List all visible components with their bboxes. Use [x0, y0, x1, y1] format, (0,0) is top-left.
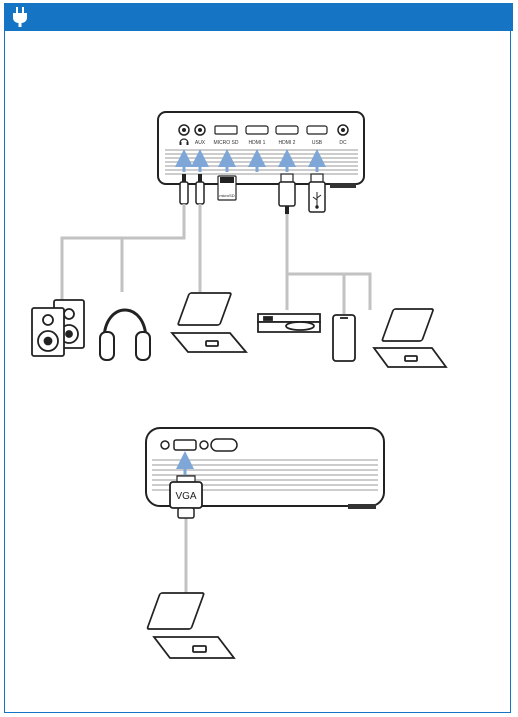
laptop-vga-icon [146, 592, 236, 659]
usb-plug [308, 173, 326, 213]
sd-card-label: microSD [219, 193, 234, 198]
port-headphone [178, 124, 190, 136]
port-label-micro-sd: MICRO SD [214, 140, 239, 146]
vga-connector: VGA [169, 475, 203, 519]
port-hdmi-1 [245, 125, 269, 135]
port-dc [337, 124, 349, 136]
port-aux [194, 124, 206, 136]
headphones-icon [99, 308, 151, 361]
port-hdmi-2 [275, 125, 299, 135]
port-micro-sd [214, 125, 238, 135]
section-header-bar [4, 3, 513, 31]
port-label-aux: AUX [195, 140, 206, 146]
port-usb [306, 125, 328, 135]
port-vga [173, 439, 197, 451]
micro-sd-card: microSD [217, 175, 237, 201]
connection-arrows [175, 149, 326, 172]
port-label-dc: DC [339, 140, 347, 146]
port-label-hdmi-2: HDMI 2 [279, 140, 296, 146]
projector-rear [157, 111, 365, 188]
speakers-icon [31, 299, 85, 357]
port-label-usb: USB [312, 140, 323, 146]
vga-connector-label: VGA [175, 491, 196, 502]
port-label-hdmi-1: HDMI 1 [249, 140, 266, 146]
power-plug-icon [4, 3, 36, 31]
laptop-hdmi-icon [372, 308, 448, 368]
headphone-port-icon [179, 138, 189, 145]
smartphone-icon [332, 314, 356, 362]
projector-vga [145, 427, 385, 509]
laptop-aux-icon [170, 292, 248, 353]
usb-symbol-icon [312, 192, 322, 209]
hdmi-plug [278, 173, 296, 214]
cables [60, 204, 372, 595]
content-frame [4, 31, 511, 713]
media-player-icon [257, 313, 321, 333]
